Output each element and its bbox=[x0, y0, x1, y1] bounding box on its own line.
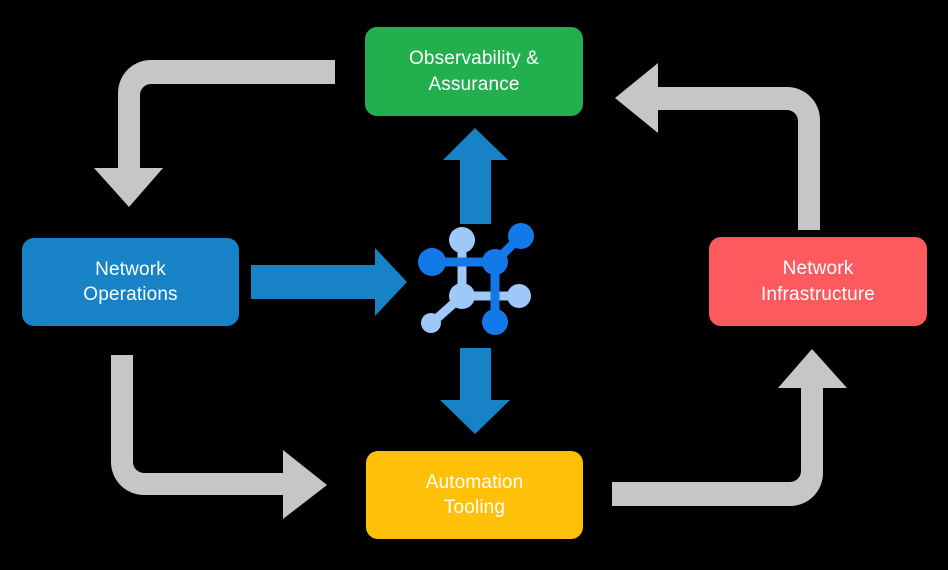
network-node-hub-dark bbox=[482, 249, 508, 275]
network-node-top-light bbox=[449, 227, 475, 253]
node-observability-label-line1: Observability & bbox=[408, 48, 540, 70]
node-network-operations[interactable]: Network Operations bbox=[22, 238, 239, 326]
node-network-infrastructure[interactable]: Network Infrastructure bbox=[709, 237, 927, 326]
network-node-lower-left-light bbox=[421, 313, 441, 333]
node-automation-tooling[interactable]: Automation Tooling bbox=[366, 451, 583, 539]
network-node-bottom-dark bbox=[482, 309, 508, 335]
node-network-operations-label-line1: Network bbox=[95, 258, 166, 280]
network-icon-dark-nodes bbox=[418, 223, 534, 335]
node-network-infrastructure-label-line1: Network bbox=[782, 258, 854, 280]
node-automation-tooling-label-line2: Tooling bbox=[443, 497, 506, 518]
node-network-infrastructure-label-line2: Infrastructure bbox=[760, 283, 876, 305]
node-observability-assurance[interactable]: Observability & Assurance bbox=[365, 27, 583, 116]
network-node-right-light bbox=[507, 284, 531, 308]
network-node-bottom-left-light bbox=[449, 283, 475, 309]
network-node-left-dark bbox=[418, 248, 446, 276]
network-icon-light-nodes bbox=[421, 227, 531, 333]
node-network-operations-label-line2: Operations bbox=[83, 284, 178, 305]
network-node-top-right-dark bbox=[508, 223, 534, 249]
node-observability-label-line2: Assurance bbox=[428, 73, 520, 95]
node-automation-tooling-label-line1: Automation bbox=[425, 471, 524, 493]
